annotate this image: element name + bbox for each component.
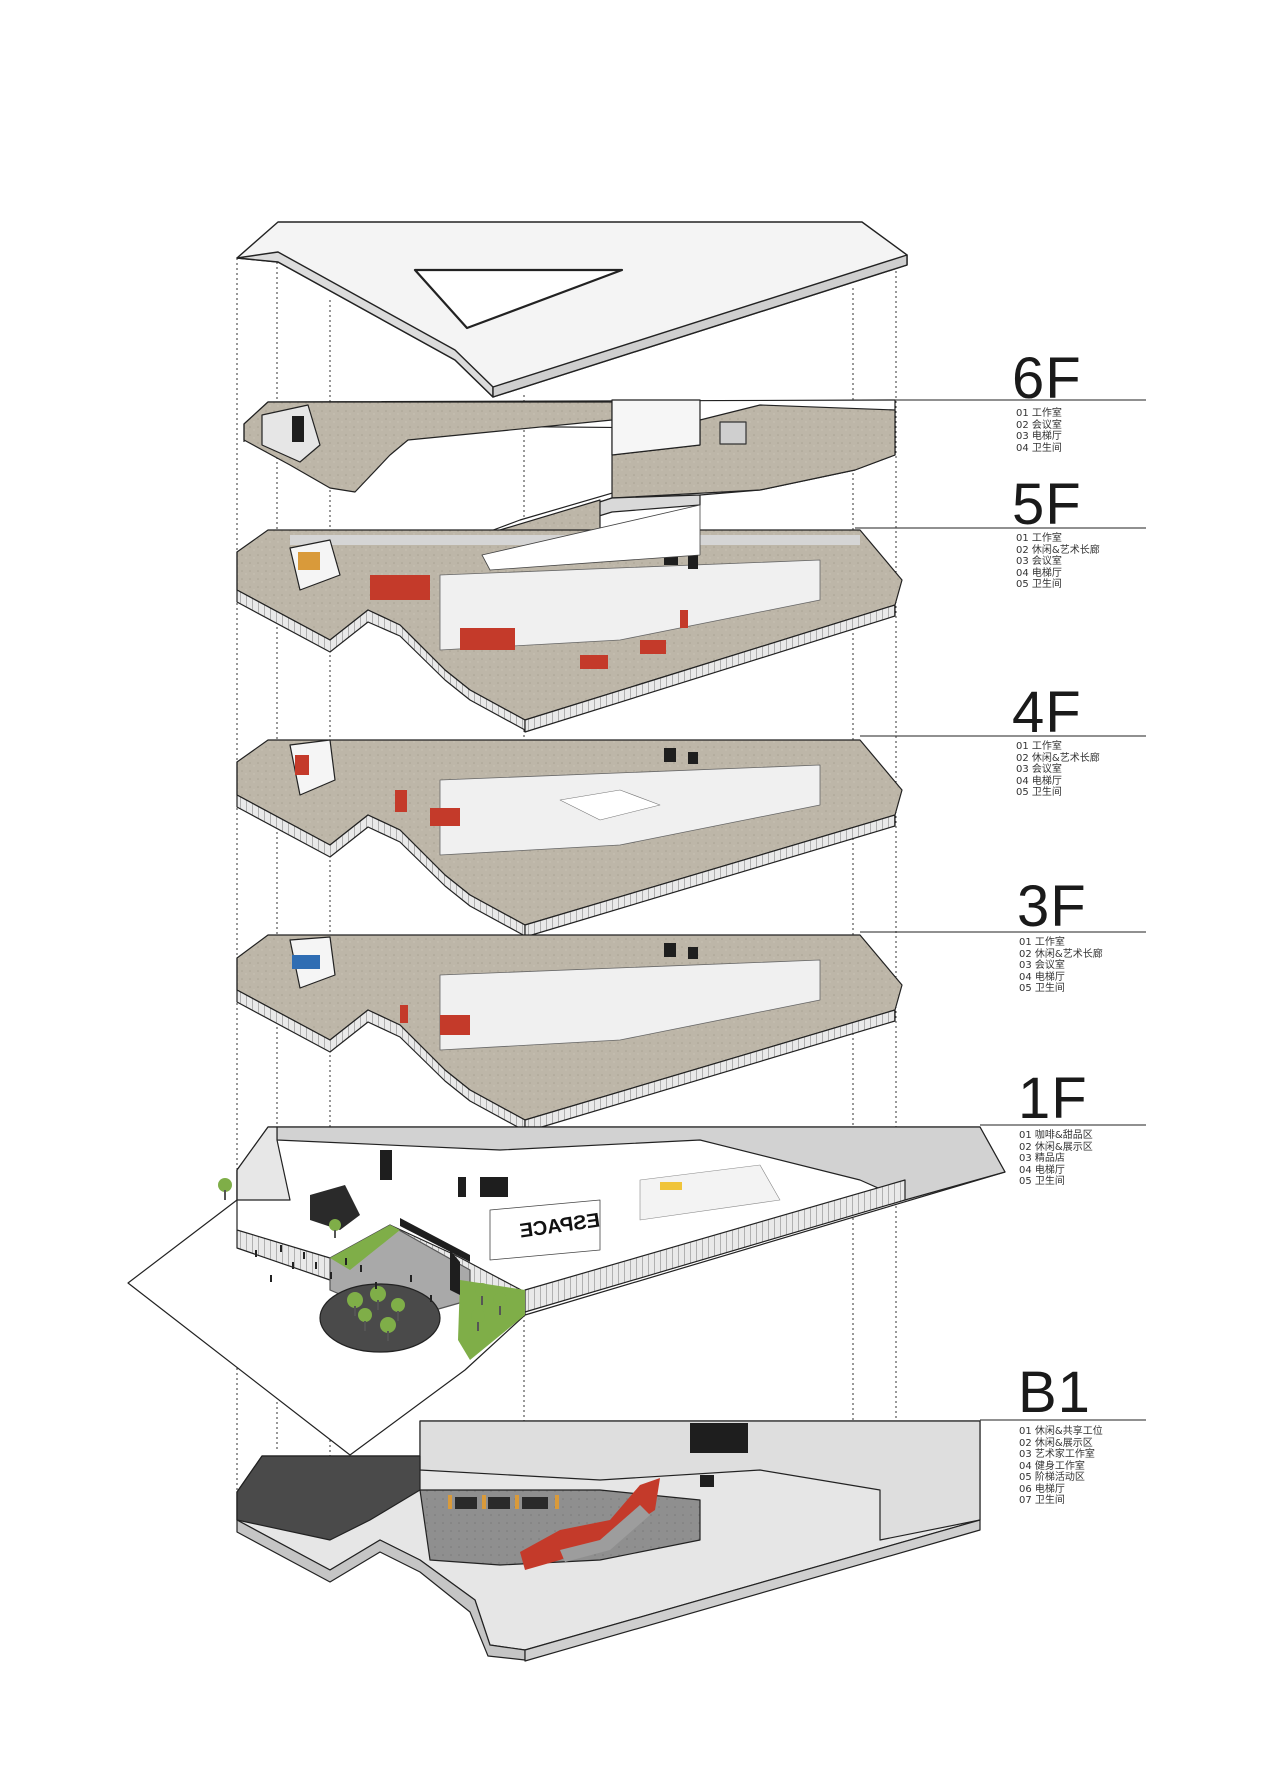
legend-item: 03 电梯厅 [1016,431,1062,442]
legend-item: 04 电梯厅 [1019,971,1065,983]
plaza-trees [218,1178,507,1341]
floor-label-1f: 1F [1018,1066,1088,1131]
legend-item: 03 精品店 [1019,1153,1065,1164]
legend-item: 01 咖啡&甜品区 [1019,1130,1093,1141]
pedestrians [255,1245,432,1302]
floor-b1-plan [236,1420,981,1662]
floor-label-4f: 4F [1012,680,1082,745]
roof-slab [236,221,908,398]
floor-5f-plan [236,504,903,733]
legend-6f: 01 工作室 02 会议室 03 电梯厅 04 卫生间 [1016,408,1062,454]
legend-item: 04 电梯厅 [1016,567,1062,579]
legend-item: 02 休闲&艺术长廊 [1016,544,1100,556]
legend-item: 03 会议室 [1016,556,1062,567]
legend-item: 07 卫生间 [1019,1495,1065,1506]
floor-label-6f: 6F [1012,346,1082,411]
legend-item: 05 卫生间 [1019,983,1065,994]
legend-item: 02 休闲&艺术长廊 [1019,948,1103,960]
legend-item: 01 工作室 [1016,408,1062,419]
legend-item: 02 会议室 [1016,419,1062,431]
legend-item: 02 休闲&展示区 [1019,1141,1093,1153]
legend-item: 01 工作室 [1016,533,1062,544]
floor-4f-plan [236,739,903,938]
floor-label-3f: 3F [1017,874,1087,939]
legend-item: 06 电梯厅 [1019,1483,1065,1495]
floor-3f-plan [236,934,903,1133]
legend-item: 03 艺术家工作室 [1019,1449,1095,1460]
floor-label-5f: 5F [1012,472,1082,537]
legend-5f: 01 工作室 02 休闲&艺术长廊 03 会议室 04 电梯厅 05 卫生间 [1016,533,1100,591]
legend-item: 05 卫生间 [1016,787,1062,798]
legend-item: 01 休闲&共享工位 [1019,1426,1103,1437]
legend-item: 01 工作室 [1016,741,1062,752]
legend-item: 03 会议室 [1019,960,1065,971]
floor-label-b1: B1 [1018,1360,1091,1425]
legend-item: 02 休闲&展示区 [1019,1437,1093,1449]
legend-item: 01 工作室 [1019,937,1065,948]
legend-3f: 01 工作室 02 休闲&艺术长廊 03 会议室 04 电梯厅 05 卫生间 [1019,937,1103,995]
legend-item: 04 健身工作室 [1019,1460,1085,1472]
legend-b1: 01 休闲&共享工位 02 休闲&展示区 03 艺术家工作室 04 健身工作室 … [1019,1426,1103,1507]
legend-1f: 01 咖啡&甜品区 02 休闲&展示区 03 精品店 04 电梯厅 05 卫生间 [1019,1130,1093,1188]
legend-item: 04 电梯厅 [1016,775,1062,787]
legend-item: 05 卫生间 [1019,1176,1065,1187]
legend-item: 04 电梯厅 [1019,1164,1065,1176]
legend-4f: 01 工作室 02 休闲&艺术长廊 03 会议室 04 电梯厅 05 卫生间 [1016,741,1100,799]
legend-item: 04 卫生间 [1016,442,1062,454]
legend-item: 05 卫生间 [1016,579,1062,590]
label-leader-lines [855,399,1146,1421]
legend-item: 03 会议室 [1016,764,1062,775]
legend-item: 02 休闲&艺术长廊 [1016,752,1100,764]
legend-item: 05 阶梯活动区 [1019,1472,1085,1483]
floor-6f-plan [243,399,896,561]
floor-1f-plan [127,1126,1006,1456]
